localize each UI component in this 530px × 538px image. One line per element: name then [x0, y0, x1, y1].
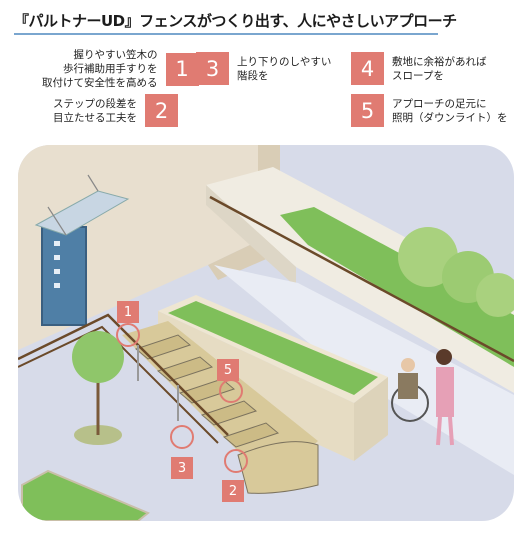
- title-underline: [14, 33, 438, 35]
- tree: [72, 331, 124, 383]
- feature-1-text: 握りやすい笠木の 歩行補助用手すりを 取付けて安全性を高める: [42, 49, 158, 89]
- feature-3: 3 上り下りのしやすい 階段を: [196, 52, 331, 85]
- feature-5-badge: 5: [351, 94, 384, 127]
- wheelchair-pair: [391, 349, 454, 446]
- feature-5: 5 アプローチの足元に 照明（ダウンライト）を: [351, 94, 508, 127]
- landing: [237, 441, 319, 494]
- page-title: 『パルトナーUD』フェンスがつくり出す、人にやさしいアプローチ: [14, 12, 457, 30]
- marker-1: 1: [117, 301, 139, 323]
- feature-2-text: ステップの段差を 目立たせる工夫を: [53, 97, 137, 124]
- feature-2: ステップの段差を 目立たせる工夫を 2: [53, 94, 178, 127]
- stair-handrail: [18, 313, 229, 436]
- marker-5: 5: [217, 359, 239, 381]
- feature-5-text: アプローチの足元に 照明（ダウンライト）を: [392, 97, 508, 124]
- ramp-planting: [280, 207, 514, 367]
- approach-illustration: [18, 145, 514, 521]
- feature-4-text: 敷地に余裕があれば スロープを: [392, 55, 487, 82]
- feature-3-badge: 3: [196, 52, 229, 85]
- ramp-wall: [206, 167, 514, 393]
- stair-flight: [122, 321, 318, 485]
- feature-2-badge: 2: [145, 94, 178, 127]
- feature-3-text: 上り下りのしやすい 階段を: [237, 55, 332, 82]
- feature-4: 4 敷地に余裕があれば スロープを: [351, 52, 487, 85]
- feature-1: 握りやすい笠木の 歩行補助用手すりを 取付けて安全性を高める 1: [42, 48, 199, 90]
- feature-1-badge: 1: [165, 52, 199, 86]
- ramp-handrail: [209, 195, 514, 363]
- feature-4-badge: 4: [351, 52, 384, 85]
- entrance-door: [41, 226, 87, 326]
- marker-2: 2: [222, 480, 244, 502]
- marker-3: 3: [171, 457, 193, 479]
